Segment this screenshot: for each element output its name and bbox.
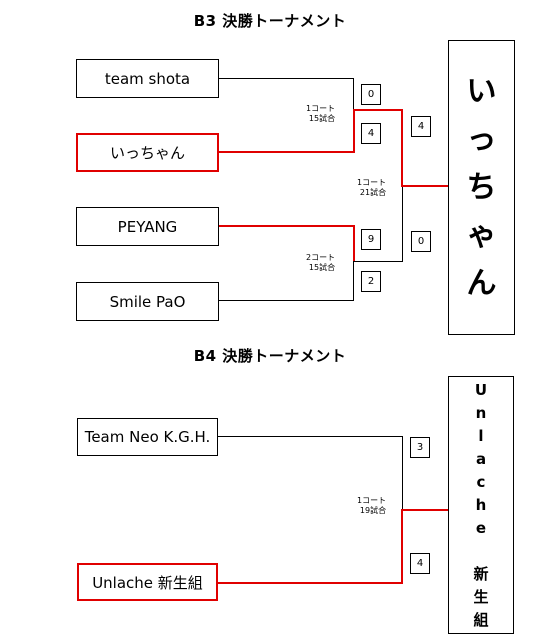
b4-champion-char: 生 xyxy=(473,587,489,606)
b4-champion-char: e xyxy=(475,518,487,537)
b3-semi2-match: 15試合 xyxy=(308,263,336,272)
b4-champion-char: 組 xyxy=(473,610,489,629)
b3-team-3: PEYANG xyxy=(76,207,219,246)
b3-line-final-out xyxy=(401,185,449,187)
b4-team-2: Unlache 新生組 xyxy=(77,563,218,601)
b4-line-final-upper xyxy=(402,436,403,510)
b3-line-semi1-upper xyxy=(353,78,354,110)
b3-line-semi1-lower xyxy=(353,110,355,153)
b4-final-label: 1コート 19試合 xyxy=(357,496,386,516)
b3-team-2: いっちゃん xyxy=(76,133,219,172)
b3-line-team3 xyxy=(219,225,355,227)
b4-final-match: 19試合 xyxy=(359,506,387,515)
b3-champion-char: ち xyxy=(466,169,497,205)
b3-final-label: 1コート 21試合 xyxy=(357,178,386,198)
b4-line-team2 xyxy=(218,582,403,584)
b4-champion-char: n xyxy=(475,403,487,422)
b3-line-semi1-out xyxy=(353,109,403,111)
b3-line-semi2-lower xyxy=(353,262,354,301)
b3-team-1: team shota xyxy=(76,59,219,98)
b3-semi2-label: 2コート 15試合 xyxy=(306,253,335,273)
b3-line-team1 xyxy=(219,78,354,79)
b3-semi2-court: 2コート xyxy=(306,253,336,262)
b4-champion-char: 新 xyxy=(473,564,489,583)
b3-champion-box: い っ ち ゃ ん xyxy=(448,40,515,335)
b3-final-court: 1コート xyxy=(357,178,387,187)
b3-team-4: Smile PaO xyxy=(76,282,219,321)
b3-line-team2 xyxy=(219,151,355,153)
b3-final-score-top: 4 xyxy=(411,116,431,137)
b4-final-score-top: 3 xyxy=(410,437,430,458)
b3-champion-char: い xyxy=(466,73,497,109)
b4-title: B4 決勝トーナメント xyxy=(193,347,347,365)
b4-line-final-out xyxy=(401,509,449,511)
b3-semi1-score-top: 0 xyxy=(361,84,381,105)
b3-title: B3 決勝トーナメント xyxy=(193,12,347,30)
b4-champion-char: l xyxy=(478,426,484,445)
b3-line-semi2-out xyxy=(353,261,403,262)
b3-champion-char: ゃ xyxy=(466,217,497,253)
b4-line-team1 xyxy=(218,436,403,437)
b3-champion-char: っ xyxy=(466,121,497,157)
b3-semi1-court: 1コート xyxy=(306,104,336,113)
b4-champion-char: U xyxy=(474,380,488,399)
b3-final-score-bottom: 0 xyxy=(411,231,431,252)
b3-line-final-lower xyxy=(402,186,403,262)
b3-line-semi2-upper xyxy=(353,225,355,262)
b3-semi2-score-top: 9 xyxy=(361,229,381,250)
b3-semi1-score-bottom: 4 xyxy=(361,123,381,144)
b3-line-team4 xyxy=(219,300,354,301)
b4-final-court: 1コート xyxy=(357,496,387,505)
b3-line-final-upper xyxy=(401,109,403,186)
b4-champion-char: h xyxy=(475,495,487,514)
b3-semi2-score-bottom: 2 xyxy=(361,271,381,292)
b3-semi1-match: 15試合 xyxy=(308,114,336,123)
b4-champion-char: a xyxy=(475,449,487,468)
b4-team-1: Team Neo K.G.H. xyxy=(77,418,218,456)
b3-final-match: 21試合 xyxy=(359,188,387,197)
b4-final-score-bottom: 4 xyxy=(410,553,430,574)
b4-line-final-lower xyxy=(401,509,403,584)
b3-semi1-label: 1コート 15試合 xyxy=(306,104,335,124)
b3-champion-char: ん xyxy=(466,265,497,301)
b4-champion-box: U n l a c h e 新 生 組 xyxy=(448,376,514,634)
b4-champion-char: c xyxy=(476,472,486,491)
